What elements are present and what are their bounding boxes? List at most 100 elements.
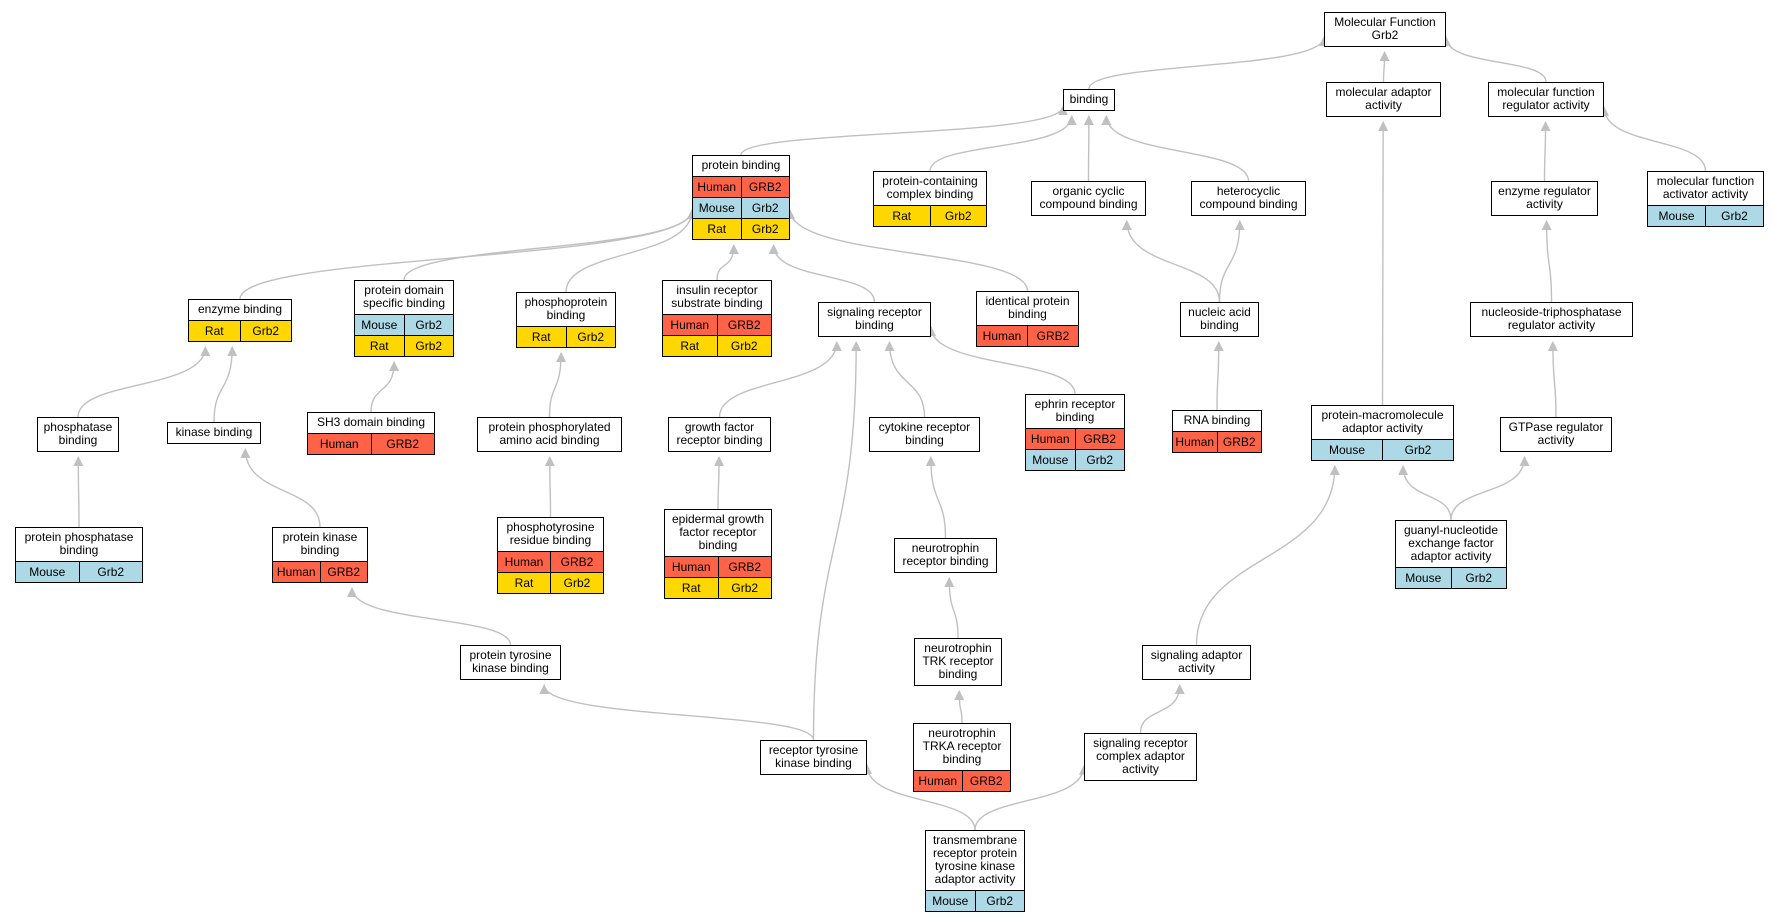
node-title: enzyme regulator activity xyxy=(1498,184,1591,211)
node-ntpreg[interactable]: nucleoside-triphosphatase regulator acti… xyxy=(1470,302,1633,337)
node-rtk[interactable]: receptor tyrosine kinase binding xyxy=(760,740,867,775)
node-adaptor[interactable]: molecular adaptor activity xyxy=(1326,82,1441,117)
species-name: Human xyxy=(504,554,544,569)
edge-identical-to-protbind xyxy=(785,209,1029,292)
species-name: Mouse xyxy=(1405,570,1442,585)
species-name: Rat xyxy=(707,221,727,236)
gene-symbol: Grb2 xyxy=(1705,206,1763,226)
edge-rtk-to-ptk xyxy=(539,684,815,741)
species-row-rat: Rat Grb2 xyxy=(498,572,603,593)
edge-ptk-to-pkinase xyxy=(347,587,512,646)
edge-phosphoprot-to-protbind xyxy=(565,209,697,293)
node-title: transmembrane receptor protein tyrosine … xyxy=(932,833,1018,886)
node-sigcomplex[interactable]: signaling receptor complex adaptor activ… xyxy=(1084,733,1197,781)
node-mf[interactable]: Molecular Function Grb2 xyxy=(1324,12,1446,47)
edge-pdomain-to-protbind xyxy=(403,209,697,281)
species-name: Mouse xyxy=(698,200,735,215)
species-name: Human xyxy=(918,773,958,788)
edge-sigcomplex-to-sigadaptor xyxy=(1139,684,1185,734)
node-title: Molecular Function Grb2 xyxy=(1334,15,1436,42)
species-name: Mouse xyxy=(1032,452,1069,467)
species-name: Rat xyxy=(514,575,534,590)
node-sigadaptor[interactable]: signaling adaptor activity xyxy=(1142,645,1251,680)
node-phosphatase[interactable]: phosphatase binding xyxy=(37,417,119,452)
node-title: signaling receptor binding xyxy=(827,305,922,332)
edge-insulin-to-protbind xyxy=(716,244,739,281)
node-title: binding xyxy=(1069,92,1109,106)
species-name: Rat xyxy=(681,580,701,595)
gene-symbol: Grb2 xyxy=(974,891,1025,911)
species-name: Mouse xyxy=(1328,442,1366,457)
edge-sigadaptor-to-pmacro xyxy=(1195,465,1340,646)
gene-symbol: Grb2 xyxy=(239,321,292,341)
node-kinase[interactable]: kinase binding xyxy=(167,422,261,444)
edge-guanyl-to-gtpase xyxy=(1450,456,1530,521)
edge-mfreg-to-mf xyxy=(1441,36,1547,83)
edge-pphosaa-to-phosphoprot xyxy=(548,352,567,418)
node-cytokine[interactable]: cytokine receptor binding xyxy=(869,417,980,452)
node-ptk[interactable]: protein tyrosine kinase binding xyxy=(460,645,561,680)
node-organic[interactable]: organic cyclic compound binding xyxy=(1031,181,1146,216)
edge-enzreg-to-mfreg xyxy=(1540,121,1551,182)
species-name: Mouse xyxy=(932,893,969,908)
node-gtpase[interactable]: GTPase regulator activity xyxy=(1500,417,1612,452)
edge-ptyr-to-pphosaa xyxy=(544,456,555,518)
species-row-mouse: Mouse Grb2 xyxy=(926,890,1024,911)
node-egf[interactable]: epidermal growth factor receptor binding… xyxy=(664,509,772,599)
node-hetero[interactable]: heterocyclic compound binding xyxy=(1191,181,1306,216)
node-nucleic[interactable]: nucleic acid binding xyxy=(1180,302,1259,337)
node-pphosaa[interactable]: protein phosphorylated amino acid bindin… xyxy=(477,417,622,452)
node-title: phosphatase binding xyxy=(43,420,113,447)
gene-symbol: Grb2 xyxy=(716,336,772,356)
node-title: protein kinase binding xyxy=(282,530,358,557)
edge-adaptor-to-mf xyxy=(1379,51,1390,83)
node-sigrec[interactable]: signaling receptor binding xyxy=(818,302,931,337)
edge-pphosphatase-to-phosphatase xyxy=(73,456,84,528)
edge-phosphatase-to-enzbind xyxy=(77,346,211,418)
node-mfreg[interactable]: molecular function regulator activity xyxy=(1488,82,1604,117)
node-trk[interactable]: neurotrophin TRK receptor binding xyxy=(914,638,1002,686)
node-title: protein phosphatase binding xyxy=(24,530,134,557)
node-title: molecular adaptor activity xyxy=(1335,85,1432,112)
species-name: Human xyxy=(670,317,710,332)
node-binding[interactable]: binding xyxy=(1063,89,1115,111)
node-transmem[interactable]: transmembrane receptor protein tyrosine … xyxy=(925,830,1025,912)
gene-symbol: GRB2 xyxy=(740,177,790,197)
edge-ntpreg-to-enzreg xyxy=(1541,220,1553,303)
gene-symbol: GRB2 xyxy=(1027,326,1078,346)
gene-symbol: GRB2 xyxy=(1216,432,1262,452)
edge-pkinase-to-kinase xyxy=(240,448,321,528)
node-enzreg[interactable]: enzyme regulator activity xyxy=(1491,181,1598,216)
species-name: Rat xyxy=(204,323,224,338)
species-name: Mouse xyxy=(29,564,66,579)
node-growth[interactable]: growth factor receptor binding xyxy=(668,417,771,452)
gene-symbol: Grb2 xyxy=(403,336,454,356)
gene-symbol: Grb2 xyxy=(550,573,603,593)
node-title: epidermal growth factor receptor binding xyxy=(671,512,765,552)
node-neurotrophin[interactable]: neurotrophin receptor binding xyxy=(894,538,997,573)
node-guanyl[interactable]: guanyl-nucleotide exchange factor adapto… xyxy=(1395,520,1507,589)
